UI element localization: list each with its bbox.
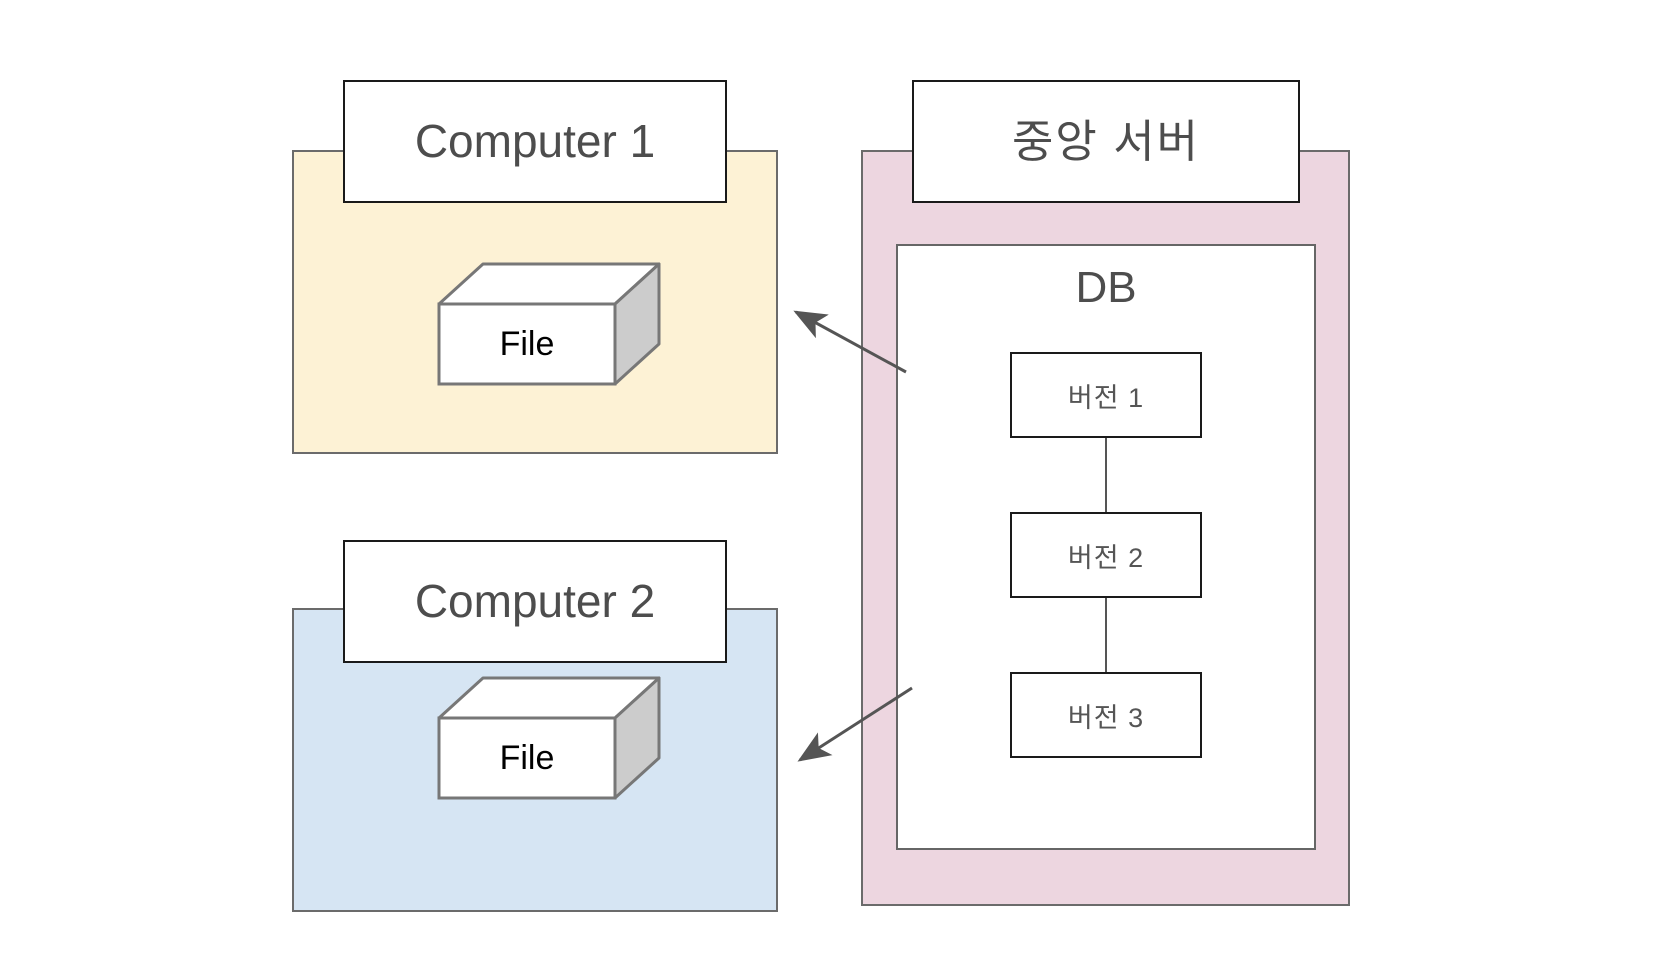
version-link-1-2 xyxy=(1105,437,1107,515)
version-3-label: 버전 3 xyxy=(1067,702,1145,733)
computer-1-title-plate[interactable]: Computer 1 xyxy=(343,80,727,203)
version-box-3[interactable]: 버전 3 xyxy=(1010,672,1202,758)
db-label: DB xyxy=(1075,263,1137,312)
file-label-computer-1: File xyxy=(499,325,555,363)
central-server-label: 중앙 서버 xyxy=(1011,115,1201,167)
computer-2-title-plate[interactable]: Computer 2 xyxy=(343,540,727,663)
file-box-computer-2[interactable]: File xyxy=(437,676,661,801)
version-box-2[interactable]: 버전 2 xyxy=(1010,512,1202,598)
file-label-computer-2: File xyxy=(499,739,555,777)
computer-2-label: Computer 2 xyxy=(414,575,656,628)
version-2-label: 버전 2 xyxy=(1067,542,1145,573)
computer-1-label: Computer 1 xyxy=(414,115,656,168)
version-1-label: 버전 1 xyxy=(1067,382,1145,413)
file-box-computer-1[interactable]: File xyxy=(437,262,661,387)
version-link-2-3 xyxy=(1105,597,1107,675)
central-server-title-plate[interactable]: 중앙 서버 xyxy=(912,80,1300,203)
version-box-1[interactable]: 버전 1 xyxy=(1010,352,1202,438)
